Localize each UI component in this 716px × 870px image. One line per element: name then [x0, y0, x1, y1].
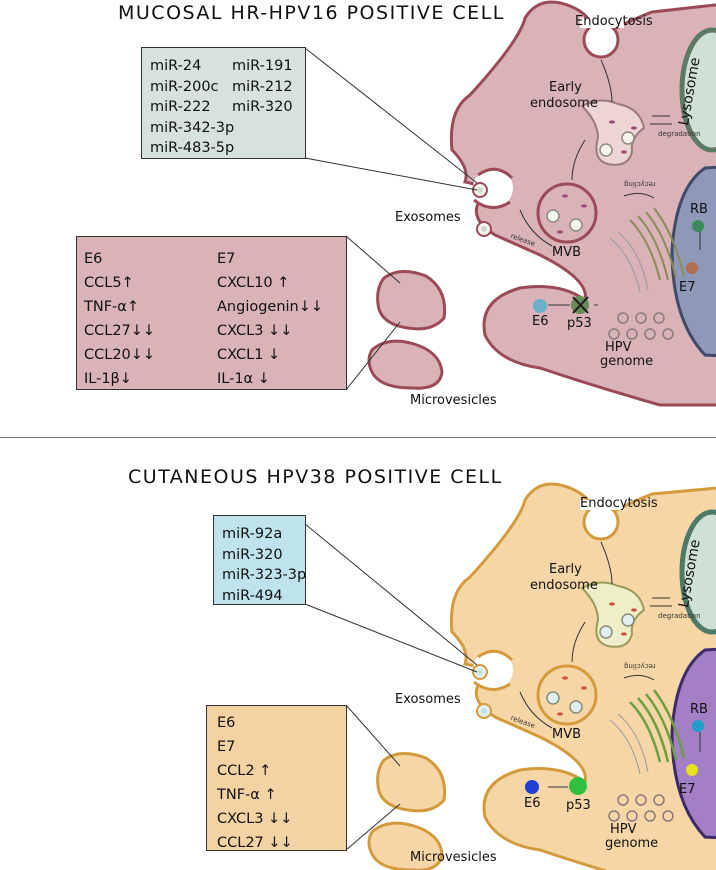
- genome-label: genome: [600, 354, 654, 369]
- hpv16-mirna-box: miR-24 miR-200c miR-222 miR-342-3p miR-4…: [141, 47, 306, 159]
- cytokine-item: E6: [217, 715, 236, 731]
- cytokine-list-col2: E7 CXCL10 ↑ Angiogenin↓↓ CXCL3 ↓↓ CXCL1 …: [217, 247, 323, 391]
- recycling-label-2: recycling: [624, 662, 656, 670]
- cytokine-list-col1-2: E6 E7 CCL2 ↑ TNF-α ↑ CXCL3 ↓↓ CCL27 ↓↓: [217, 711, 293, 855]
- cytokine-item: CXCL3 ↓↓: [217, 323, 293, 339]
- mvb-shape: [536, 182, 598, 244]
- degradation-label: degradation: [658, 130, 701, 138]
- hpv16-panel-title: MUCOSAL HR-HPV16 POSITIVE CELL: [118, 2, 505, 24]
- cytokine-item: CCL5↑: [84, 275, 134, 291]
- cytokine-item: IL-1α ↓: [217, 371, 270, 387]
- early-label-2: Early: [549, 562, 582, 577]
- mirna-item: miR-342-3p: [150, 119, 235, 136]
- recycling-label: recycling: [624, 180, 656, 188]
- exosomes-label-2: Exosomes: [395, 692, 461, 707]
- e7-label-2: E7: [679, 782, 696, 797]
- e7-label: E7: [679, 280, 696, 295]
- early-endosome-shape-2: [580, 581, 646, 648]
- hpv38-panel-title: CUTANEOUS HPV38 POSITIVE CELL: [128, 466, 503, 488]
- cytokine-item: CCL27 ↓↓: [217, 835, 293, 851]
- cytokine-item: CXCL3 ↓↓: [217, 811, 293, 827]
- mirna-item: miR-191: [232, 58, 293, 74]
- mirna-item: miR-494: [222, 587, 283, 604]
- hpv-label-2: HPV: [610, 822, 637, 837]
- lysosome-shape-2: [679, 509, 716, 635]
- early-label: Early: [549, 80, 582, 95]
- mirna-item: miR-92a: [222, 526, 283, 542]
- cytokine-item: CXCL1 ↓: [217, 347, 281, 363]
- cytokine-item: CCL27↓↓: [84, 323, 156, 339]
- exosomes-label: Exosomes: [395, 210, 461, 225]
- hpv38-microvesicle-1: [376, 752, 447, 813]
- cytokine-item: IL-1β↓: [84, 371, 132, 387]
- microvesicles-label: Microvesicles: [410, 393, 497, 408]
- rb-label: RB: [690, 202, 708, 217]
- cytokine-item: TNF-α↑: [84, 299, 139, 315]
- p53-label: p53: [567, 316, 592, 331]
- mirna-item: miR-212: [232, 78, 293, 95]
- endosome-label-2: endosome: [530, 578, 598, 593]
- mirna-item: miR-320: [222, 546, 283, 563]
- mirna-list-col2: miR-191 miR-212 miR-320: [232, 56, 293, 118]
- e6-label-2: E6: [524, 796, 541, 811]
- mirna-item: miR-483-5p: [150, 140, 235, 156]
- cytokine-item: E6: [84, 251, 103, 267]
- cytokine-list-col1: E6 CCL5↑ TNF-α↑ CCL27↓↓ CCL20↓↓ IL-1β↓: [84, 247, 155, 391]
- endocytosis-label-2: Endocytosis: [580, 496, 658, 511]
- cytokine-item: Angiogenin↓↓: [217, 299, 324, 315]
- hpv16-nucleus: [670, 165, 716, 358]
- mvb-shape-2: [536, 664, 598, 726]
- microvesicles-label-2: Microvesicles: [410, 850, 497, 865]
- cytokine-item: CCL2 ↑: [217, 763, 272, 779]
- rb-label-2: RB: [690, 702, 708, 717]
- endocytosis-label: Endocytosis: [575, 14, 653, 29]
- mvb-label-2: MVB: [552, 727, 582, 742]
- degradation-label-2: degradation: [658, 612, 701, 620]
- mirna-item: miR-323-3p: [222, 567, 307, 583]
- cytokine-item: CCL20↓↓: [84, 347, 156, 363]
- cytokine-item: E7: [217, 739, 236, 755]
- hpv16-microvesicle-1: [376, 270, 447, 331]
- early-endosome-shape: [580, 99, 646, 166]
- hpv38-mirna-box: miR-92a miR-320 miR-323-3p miR-494: [213, 515, 306, 605]
- cytokine-item: CXCL10 ↑: [217, 275, 290, 291]
- hpv38-nucleus: [670, 647, 716, 840]
- mirna-list-col1-2: miR-92a miR-320 miR-323-3p miR-494: [222, 524, 306, 606]
- cytokine-item: E7: [217, 251, 236, 267]
- hpv-label: HPV: [605, 340, 632, 355]
- e6-label: E6: [532, 314, 549, 329]
- genome-label-2: genome: [605, 836, 659, 851]
- hpv38-microvesicle-2: [367, 821, 444, 870]
- panel-divider: [0, 437, 716, 438]
- hpv16-microvesicle-2: [367, 339, 444, 390]
- mirna-item: miR-200c: [150, 78, 219, 95]
- mirna-item: miR-320: [232, 99, 293, 115]
- mvb-label: MVB: [552, 245, 582, 260]
- mirna-item: miR-24: [150, 58, 202, 74]
- cytokine-item: TNF-α ↑: [217, 787, 277, 803]
- mirna-item: miR-222: [150, 99, 211, 115]
- mirna-list-col1: miR-24 miR-200c miR-222 miR-342-3p miR-4…: [150, 56, 234, 159]
- hpv16-cytokine-box: E6 CCL5↑ TNF-α↑ CCL27↓↓ CCL20↓↓ IL-1β↓ E…: [76, 236, 347, 390]
- lysosome-shape: [679, 27, 716, 153]
- p53-label-2: p53: [566, 798, 591, 813]
- endosome-label: endosome: [530, 96, 598, 111]
- hpv38-cytokine-box: E6 E7 CCL2 ↑ TNF-α ↑ CXCL3 ↓↓ CCL27 ↓↓: [206, 705, 347, 851]
